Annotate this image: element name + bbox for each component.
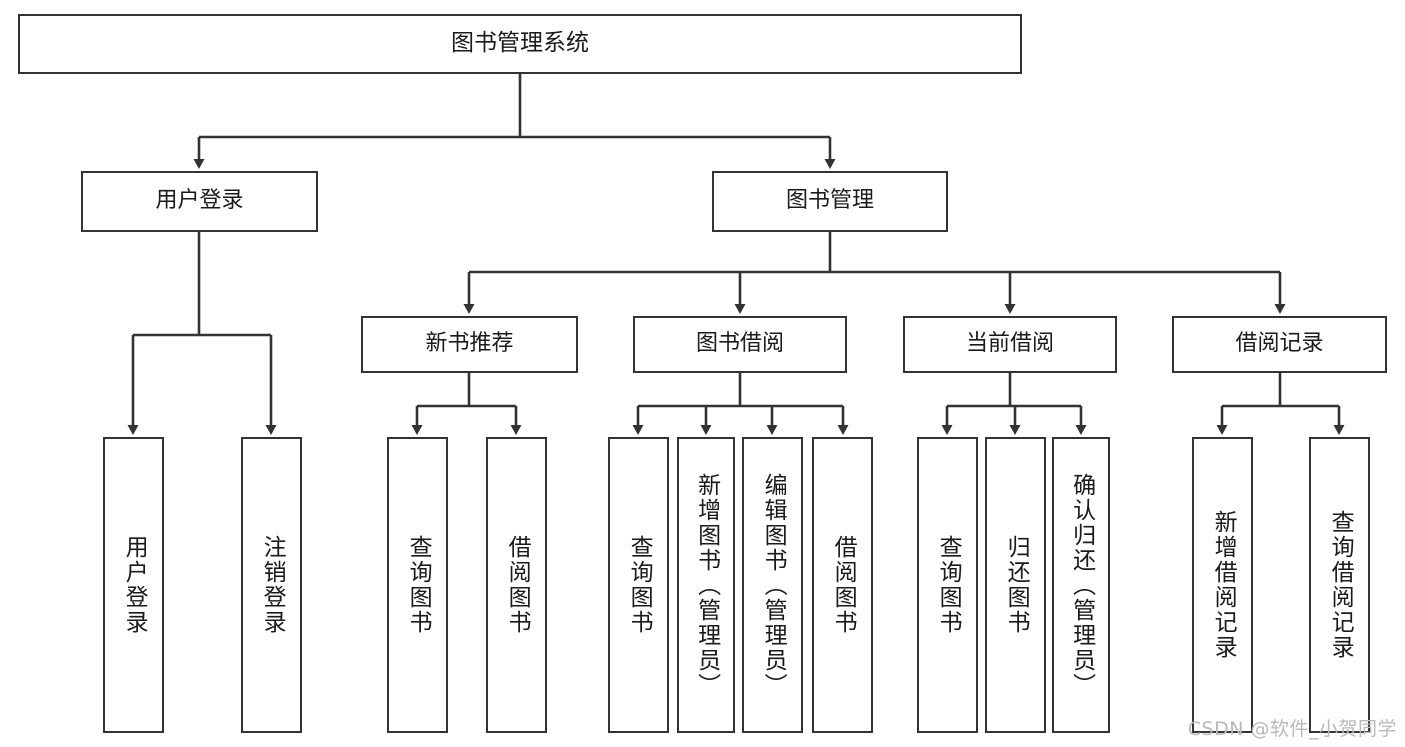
node-book-borrow[interactable]: 图书借阅 <box>633 316 847 373</box>
node-label: 当前借阅 <box>965 331 1054 357</box>
node-label: 注销登录 <box>259 535 286 635</box>
node-label: 借阅记录 <box>1235 331 1324 357</box>
node-label: 查询图书 <box>405 535 432 635</box>
leaf-query-book-current[interactable]: 查询图书 <box>917 437 978 733</box>
node-current-borrow[interactable]: 当前借阅 <box>903 316 1117 373</box>
leaf-query-book-borrow[interactable]: 查询图书 <box>608 437 669 733</box>
leaf-return-book[interactable]: 归还图书 <box>985 437 1046 733</box>
node-label: 借阅图书 <box>504 535 531 635</box>
node-label: 图书借阅 <box>695 331 784 357</box>
node-label: 查询借阅记录 <box>1327 510 1354 660</box>
csdn-watermark: CSDN @软件_小贺同学 <box>1187 718 1397 740</box>
leaf-borrow-book[interactable]: 借阅图书 <box>812 437 873 733</box>
node-root-book-management-system[interactable]: 图书管理系统 <box>18 14 1022 74</box>
node-label: 新增图书（管理员） <box>693 472 720 698</box>
node-label: 用户登录 <box>121 535 148 635</box>
leaf-logout-login[interactable]: 注销登录 <box>241 437 302 733</box>
leaf-query-borrow-record[interactable]: 查询借阅记录 <box>1309 437 1370 733</box>
leaf-edit-book-admin[interactable]: 编辑图书（管理员） <box>742 437 803 733</box>
node-label: 图书管理 <box>785 188 874 214</box>
leaf-add-book-admin[interactable]: 新增图书（管理员） <box>677 437 735 733</box>
node-book-management[interactable]: 图书管理 <box>712 171 948 232</box>
node-label: 确认归还（管理员） <box>1068 472 1095 698</box>
leaf-query-book-new[interactable]: 查询图书 <box>387 437 448 733</box>
leaf-confirm-return-admin[interactable]: 确认归还（管理员） <box>1052 437 1110 733</box>
node-label: 编辑图书（管理员） <box>760 472 787 698</box>
leaf-add-borrow-record[interactable]: 新增借阅记录 <box>1192 437 1253 733</box>
node-new-book-recommend[interactable]: 新书推荐 <box>361 316 578 373</box>
node-label: 查询图书 <box>935 535 962 635</box>
leaf-borrow-book-new[interactable]: 借阅图书 <box>486 437 547 733</box>
node-label: 新增借阅记录 <box>1210 510 1237 660</box>
node-label: 新书推荐 <box>425 331 514 357</box>
node-label: 用户登录 <box>155 188 244 214</box>
node-label: 查询图书 <box>626 535 653 635</box>
node-borrow-record[interactable]: 借阅记录 <box>1172 316 1387 373</box>
node-label: 归还图书 <box>1003 535 1030 635</box>
node-user-login[interactable]: 用户登录 <box>81 171 318 232</box>
node-label: 图书管理系统 <box>451 30 589 57</box>
leaf-user-login[interactable]: 用户登录 <box>103 437 164 733</box>
node-label: 借阅图书 <box>830 535 857 635</box>
